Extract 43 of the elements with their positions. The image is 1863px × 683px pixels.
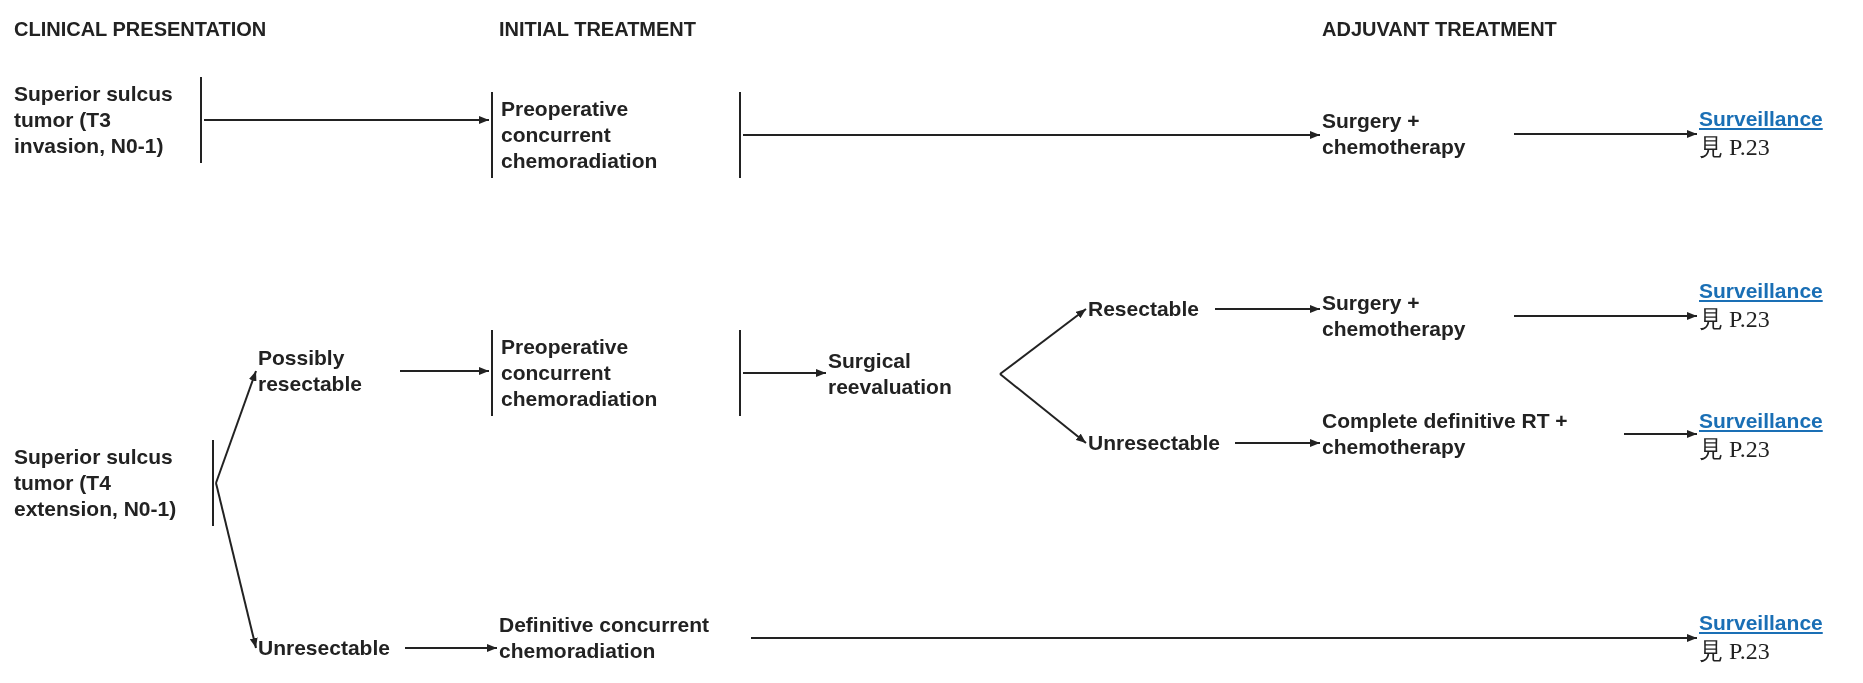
step-text: Unresectable	[1088, 430, 1221, 456]
column-heading: ADJUVANT TREATMENT	[1322, 17, 1557, 42]
step-text: Preoperative concurrent chemoradiation	[501, 334, 659, 412]
step-text: Surgical reevaluation	[828, 348, 953, 400]
step-text: Unresectable	[258, 635, 391, 661]
column-heading: CLINICAL PRESENTATION	[14, 17, 267, 42]
step-text: Surgery + chemotherapy	[1322, 290, 1467, 342]
arrow	[742, 131, 1321, 139]
surveillance-link: Surveillance	[1699, 278, 1823, 304]
step-box	[14, 440, 214, 526]
arrow	[742, 369, 827, 377]
surveillance-link: Surveillance	[1699, 106, 1823, 132]
page-reference: 見 P.23	[1699, 133, 1770, 162]
arrow	[999, 308, 1087, 375]
surveillance-link: Surveillance	[1699, 610, 1823, 636]
arrow	[399, 367, 490, 375]
step-box	[491, 92, 741, 178]
surveillance-link: Surveillance	[1699, 408, 1823, 434]
step-text: Superior sulcus tumor (T4 extension, N0-1)	[14, 444, 178, 522]
step-text: Definitive concurrent chemoradiation	[499, 612, 711, 664]
arrow	[1513, 312, 1698, 320]
step-box	[491, 330, 741, 416]
arrow	[1234, 439, 1321, 447]
arrow	[215, 370, 257, 484]
step-text: Complete definitive RT + chemotherapy	[1322, 408, 1569, 460]
page-reference: 見 P.23	[1699, 305, 1770, 334]
step-text: Superior sulcus tumor (T3 invasion, N0-1)	[14, 81, 174, 159]
column-heading: INITIAL TREATMENT	[499, 17, 697, 42]
step-box	[14, 77, 202, 163]
arrow	[999, 373, 1087, 444]
arrow	[203, 116, 490, 124]
step-text: Surgery + chemotherapy	[1322, 108, 1467, 160]
page-reference: 見 P.23	[1699, 637, 1770, 666]
arrow	[1214, 305, 1321, 313]
step-text: Possibly resectable	[258, 345, 363, 397]
arrow	[404, 644, 498, 652]
arrow	[750, 634, 1698, 642]
arrow	[1513, 130, 1698, 138]
arrow	[1623, 430, 1698, 438]
page-reference: 見 P.23	[1699, 435, 1770, 464]
arrow	[215, 482, 258, 649]
step-text: Resectable	[1088, 296, 1200, 322]
step-text: Preoperative concurrent chemoradiation	[501, 96, 659, 174]
